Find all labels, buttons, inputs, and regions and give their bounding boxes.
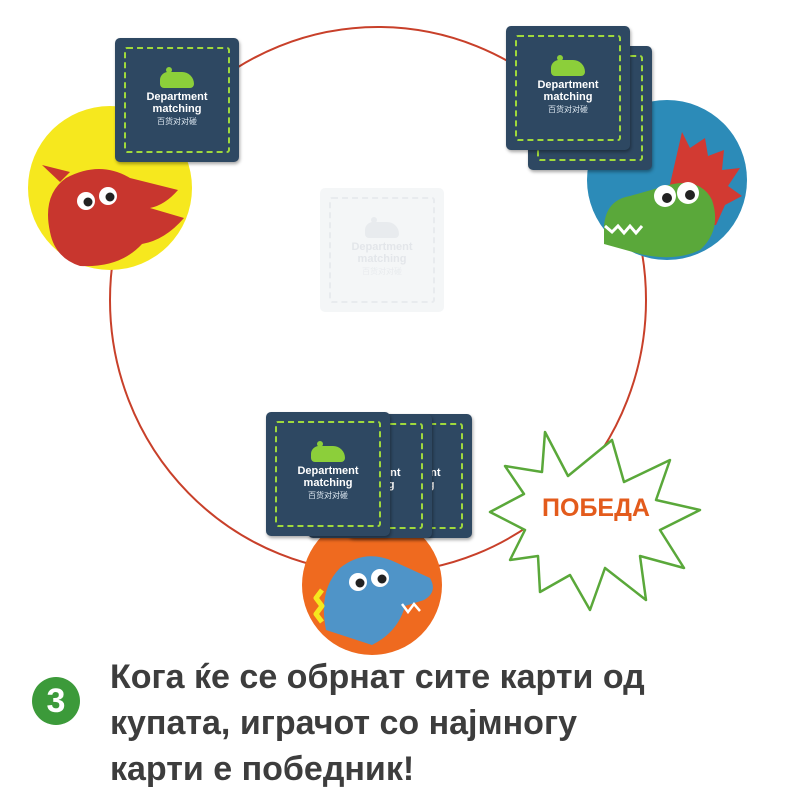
winner-label: ПОБЕДА [542,494,650,522]
instruction-line-3: карти е победник! [110,750,415,788]
player-blue-dinosaur [302,515,442,655]
card-brand-line1: Department [146,91,208,103]
instruction-line-2: купата, играчот со најмногу [110,704,578,742]
card-brand-line1: Department [351,241,413,253]
card-brand-line1: Department [537,79,599,91]
step-number-badge: 3 [32,677,80,725]
card-brand-cn: 百货对对碰 [362,267,402,276]
card-brand-cn: 百货对对碰 [548,105,588,114]
card-brand-line1: Department [297,465,359,477]
instruction-text: Кога ќе се обрнат сите карти од купата, … [110,654,790,792]
instruction-line-1: Кога ќе се обрнат сите карти од [110,658,645,696]
card-brand-cn: 百货对对碰 [308,491,348,500]
crocodile-logo-icon [311,441,345,462]
card-brand-line2: matching [357,253,407,265]
winner-burst [488,430,702,612]
card-brand-line2: matching [543,91,593,103]
card-brand-line2: matching [303,477,353,489]
player-green-crocodile [587,100,747,260]
crocodile-logo-icon [160,67,194,88]
crocodile-logo-icon [365,217,399,238]
card-brand-line2: matching [152,103,202,115]
card-brand-cn: 百货对对碰 [157,117,197,126]
crocodile-logo-icon [551,55,585,76]
